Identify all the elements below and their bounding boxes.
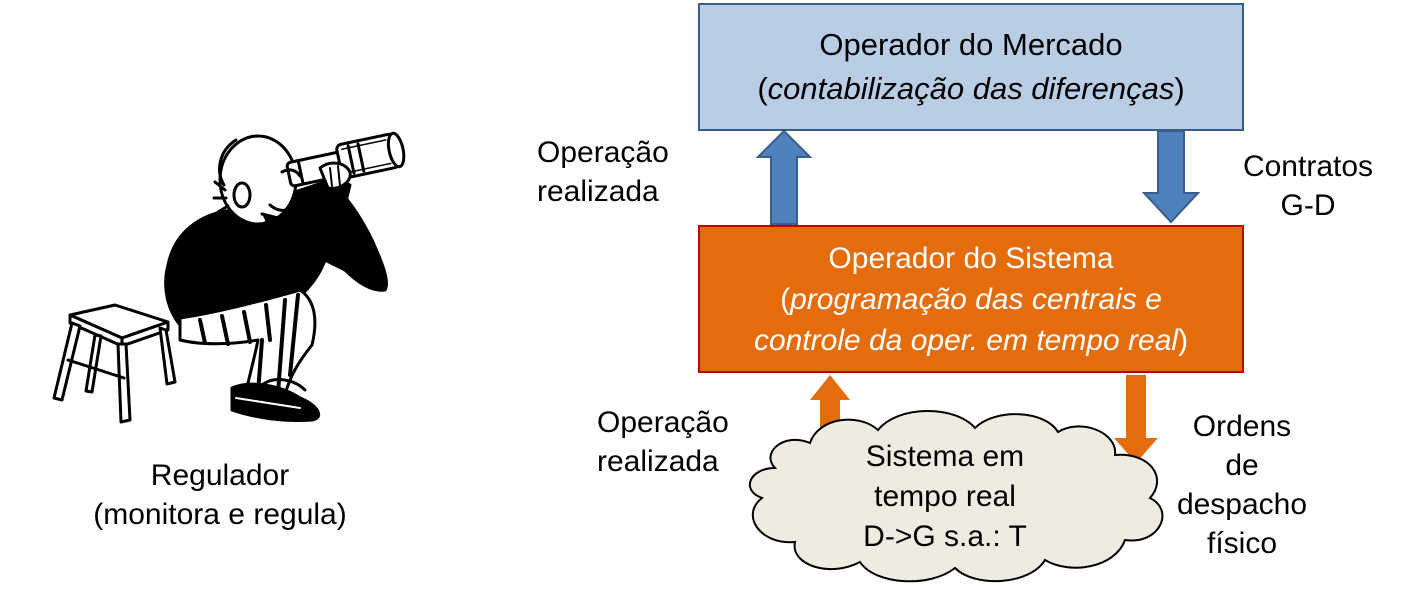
blue-up-arrow (755, 129, 813, 225)
paren-open: ( (780, 282, 791, 316)
label-dispatch-orders: Ordens de despacho físico (1172, 407, 1312, 563)
label-line: Operação (537, 136, 669, 169)
label-line: despacho (1176, 488, 1308, 521)
label-operation-realized-bottom: Operação realizada (597, 403, 729, 481)
market-operator-subtitle-line: (contabilização das diferenças) (757, 67, 1184, 111)
system-operator-subtitle-line2: controle da oper. em tempo real) (754, 320, 1188, 361)
system-operator-subtitle-text1: programação das centrais e (790, 282, 1162, 316)
cloud-line: D->G s.a.: T (863, 520, 1027, 553)
system-operator-title: Operador do Sistema (828, 241, 1114, 275)
label-line: Ordens de (1192, 410, 1292, 482)
paren-close: ) (1178, 323, 1189, 357)
market-operator-subtitle: contabilização das diferenças (767, 71, 1175, 106)
label-line: realizada (537, 175, 659, 208)
market-operator-box: Operador do Mercado (contabilização das … (698, 3, 1244, 131)
label-line: Operação (597, 406, 729, 439)
cloud-line: tempo real (874, 480, 1016, 513)
system-operator-subtitle-text2: controle da oper. em tempo real (753, 323, 1179, 357)
cloud-line: Sistema em (865, 440, 1025, 473)
label-contracts: Contratos G-D (1232, 147, 1384, 225)
regulator-subtitle: (monitora e regula) (93, 498, 347, 531)
orange-down-arrow (1114, 375, 1158, 463)
paren-open: ( (757, 71, 768, 106)
label-line: G-D (1280, 189, 1336, 222)
market-operator-title: Operador do Mercado (819, 27, 1123, 62)
label-line: Contratos (1242, 150, 1374, 183)
regulator-title: Regulador (150, 459, 290, 492)
man-with-telescope-icon (52, 131, 406, 424)
system-operator-box: Operador do Sistema (programação das cen… (698, 225, 1244, 373)
label-line: físico (1206, 527, 1278, 560)
blue-down-arrow (1141, 130, 1201, 224)
label-operation-realized-top: Operação realizada (537, 133, 669, 211)
paren-close: ) (1174, 71, 1185, 106)
realtime-system-label: Sistema em tempo real D->G s.a.: T (790, 437, 1100, 557)
system-operator-subtitle-line1: (programação das centrais e (780, 279, 1162, 320)
label-line: realizada (597, 445, 719, 478)
realtime-system-cloud (749, 410, 1164, 583)
regulator-caption: Regulador (monitora e regula) (30, 456, 410, 534)
